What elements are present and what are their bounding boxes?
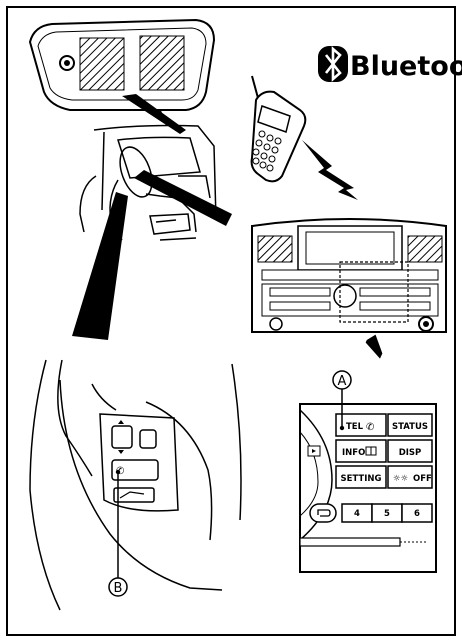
- microphone-icon: [60, 56, 74, 70]
- info-button-label: INFO: [342, 448, 365, 458]
- cd-slot: [300, 538, 400, 546]
- interior-pointer-to-panel: [134, 170, 232, 226]
- wireless-signal-icon: [302, 140, 358, 200]
- preset-label-6: 6: [414, 509, 420, 519]
- preset-label-4: 4: [354, 509, 360, 519]
- rearview-mirror: [30, 20, 214, 124]
- phone-handset-icon: ✆: [366, 422, 374, 433]
- callout-a-label: A: [338, 374, 347, 389]
- cell-phone-icon: [252, 76, 306, 181]
- setting-button-label: SETTING: [341, 474, 382, 484]
- dashboard-console: [252, 219, 446, 332]
- steering-switch-panel: ✆: [112, 420, 158, 502]
- callout-a-dot: [340, 426, 344, 430]
- callout-b-label: B: [114, 581, 123, 596]
- bluetooth-logo-icon: [318, 46, 348, 82]
- preset-label-5: 5: [384, 509, 390, 519]
- off-button-label: OFF: [413, 474, 432, 484]
- panel-pointer: [364, 335, 383, 362]
- control-panel-closeup: TEL ✆ STATUS INFO DISP SETTING ☼☼ OFF 4 …: [300, 404, 436, 572]
- back-button[interactable]: [310, 504, 336, 522]
- callout-b-dot: [116, 470, 120, 474]
- dim-icon: ☼☼: [393, 474, 408, 484]
- status-button-label: STATUS: [392, 422, 428, 432]
- bluetooth-label: Bluetooth: [350, 51, 462, 82]
- disp-button-label: DISP: [399, 448, 422, 458]
- steering-wheel: [30, 360, 241, 610]
- tel-button-label: TEL: [346, 422, 364, 432]
